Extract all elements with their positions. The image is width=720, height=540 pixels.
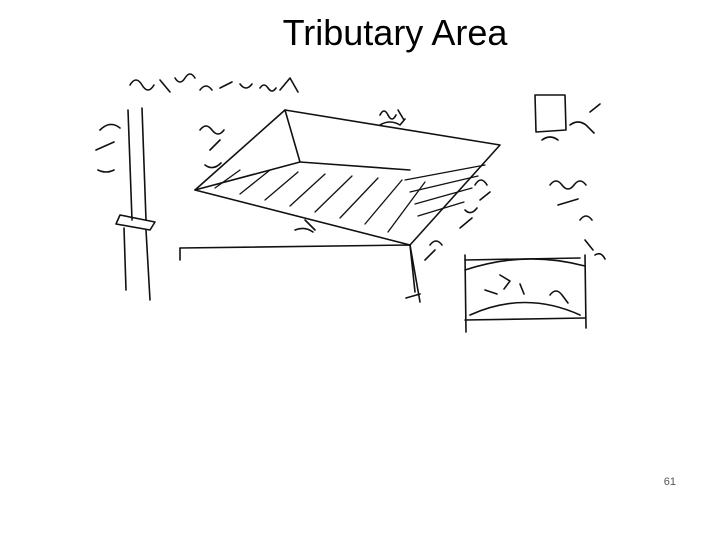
beams [179, 118, 421, 303]
slide-title: Tributary Area [282, 12, 508, 53]
tributary-area-sketch [95, 73, 606, 333]
hatched-tributary-area [214, 164, 486, 233]
slide-number: 61 [663, 476, 676, 488]
detail-sketch [534, 94, 601, 141]
section-detail [464, 254, 587, 333]
column-left [95, 107, 156, 301]
handwritten-notes [129, 73, 606, 261]
slab-plane [194, 109, 501, 246]
